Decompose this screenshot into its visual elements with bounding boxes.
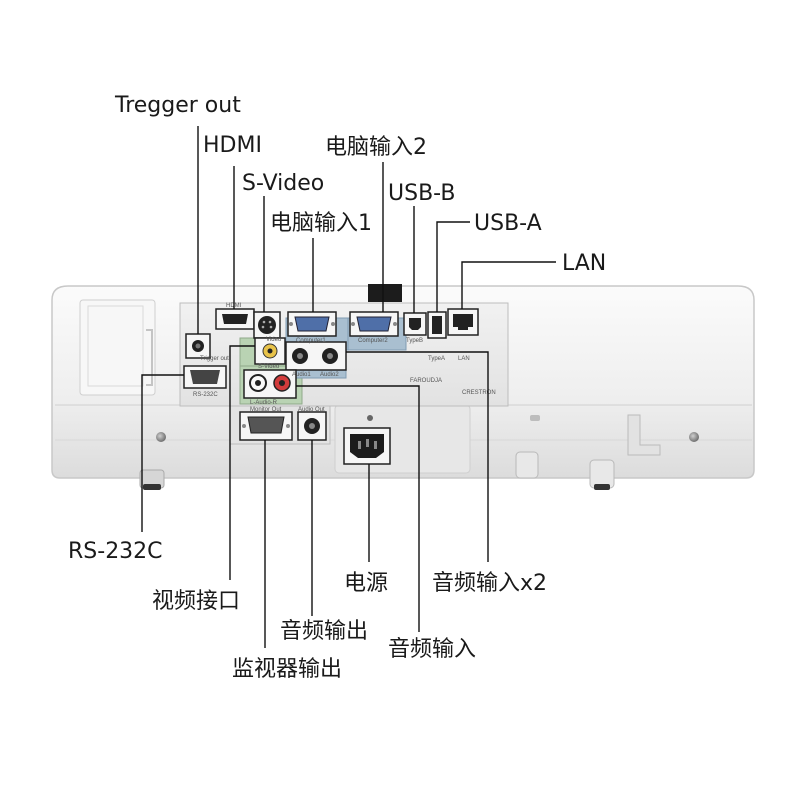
monitor-out-port xyxy=(239,411,293,441)
label-rs232c: RS-232C xyxy=(68,539,163,564)
audio-in-x2-ports xyxy=(285,341,347,371)
label-lan: LAN xyxy=(562,251,606,276)
s-video-port xyxy=(253,311,281,339)
label-video-port: 视频接口 xyxy=(152,589,240,614)
rs232c-port xyxy=(183,365,227,389)
panel-label-trigger-out: Trigger out xyxy=(200,356,229,362)
panel-label-faroudja: FAROUDJA xyxy=(410,378,442,384)
label-computer-in-2: 电脑输入2 xyxy=(325,135,427,160)
label-hdmi: HDMI xyxy=(203,133,262,158)
panel-label-lan: LAN xyxy=(458,356,470,362)
leader-lines xyxy=(141,126,556,648)
leader-video-port xyxy=(229,345,255,580)
video-port xyxy=(254,337,286,365)
label-usb-b: USB-B xyxy=(388,181,455,206)
audio-out-port xyxy=(297,411,327,441)
leader-lan xyxy=(461,261,556,309)
label-computer-in-1: 电脑输入1 xyxy=(270,211,372,236)
label-s-video: S-Video xyxy=(242,171,324,196)
leader-rs232c xyxy=(141,374,184,532)
label-monitor-out: 监视器输出 xyxy=(232,657,342,682)
label-audio-out: 音频输出 xyxy=(280,619,368,644)
panel-label-computer2: Computer2 xyxy=(358,338,388,344)
panel-label-crestron: CRESTRON xyxy=(462,390,496,396)
label-audio-in: 音频输入 xyxy=(388,637,476,662)
computer-in-1-port xyxy=(287,311,337,337)
panel-label-l-audio-r: L-Audio-R xyxy=(250,400,278,406)
panel-label-type-a: TypeA xyxy=(428,356,445,362)
leader-audio-in xyxy=(296,385,420,632)
panel-label-s-video: S-Video xyxy=(258,364,280,370)
panel-label-audio-out: Audio Out xyxy=(298,407,325,413)
panel-label-rs232c: RS-232C xyxy=(193,392,218,398)
panel-label-video: Video xyxy=(266,337,282,343)
label-trigger-out: Tregger out xyxy=(114,93,241,118)
label-usb-a: USB-A xyxy=(474,211,542,236)
computer-in-2-port xyxy=(349,311,399,337)
panel-label-computer1: Computer1 xyxy=(296,338,326,344)
usb-b-port xyxy=(403,312,427,336)
panel-label-type-b: TypeB xyxy=(406,338,423,344)
power-socket xyxy=(343,427,391,465)
usb-a-port xyxy=(427,311,447,339)
panel-label-monitor-out: Monitor Out xyxy=(250,407,282,413)
hdmi-port xyxy=(215,308,255,330)
lan-port xyxy=(447,308,479,336)
label-audio-in-x2: 音频输入x2 xyxy=(432,571,547,596)
label-power: 电源 xyxy=(344,571,388,596)
leader-usb-a xyxy=(436,221,470,312)
panel-label-audio1: Audio1 xyxy=(292,372,311,378)
callout-labels: Tregger out HDMI S-Video 电脑输入1 电脑输入2 USB… xyxy=(68,93,606,682)
leader-audio-in-x2 xyxy=(346,351,489,562)
trigger-out-port xyxy=(185,333,211,359)
panel-label-audio2: Audio2 xyxy=(320,372,339,378)
audio-in-lr-ports xyxy=(243,369,297,399)
